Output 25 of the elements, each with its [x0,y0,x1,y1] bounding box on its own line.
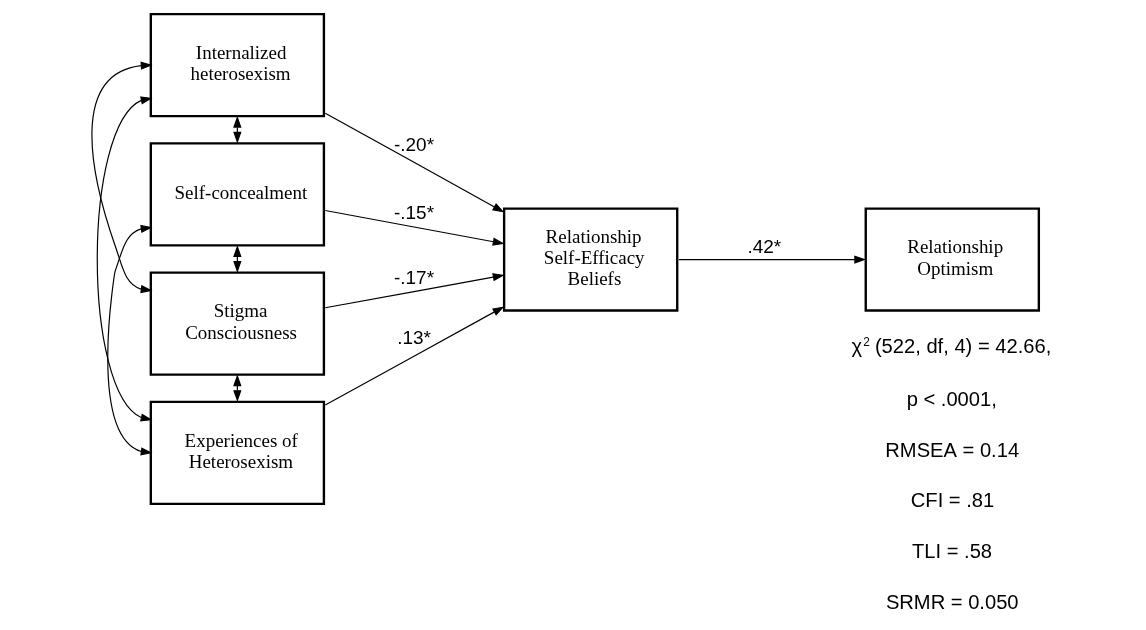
arrow [324,306,505,406]
label: χ$^{2}$ (522, df, 4) = 42.66, [851,335,1052,358]
node-box: Relationship Self-Efficacy Beliefs [502,207,679,312]
edge-label: -.15* [393,202,435,224]
node-box: Self-concealment [149,142,326,247]
arrow [324,112,505,213]
arrow [324,209,505,246]
arrow [107,224,153,456]
edge-label: .13* [397,326,431,348]
arrow [91,61,153,294]
arrow [96,96,153,422]
label: CFI = .81 [910,489,995,512]
node-box: Stigma Consciousness [149,271,326,376]
node-box: Relationship Optimism [864,207,1041,312]
label: p < .0001, [906,387,997,410]
label: SRMR = 0.050 [885,591,1019,614]
arrow [324,273,505,309]
edge-label: -.17* [393,267,435,289]
edge-label: .42* [747,236,782,258]
arrow [678,255,867,264]
node-box: Experiences of Heterosexism [149,400,326,505]
label: TLI = .58 [911,540,993,563]
edge-label: -.20* [393,134,435,156]
label: RMSEA = 0.14 [885,438,1020,461]
node-box: Internalized heterosexism [149,12,326,118]
